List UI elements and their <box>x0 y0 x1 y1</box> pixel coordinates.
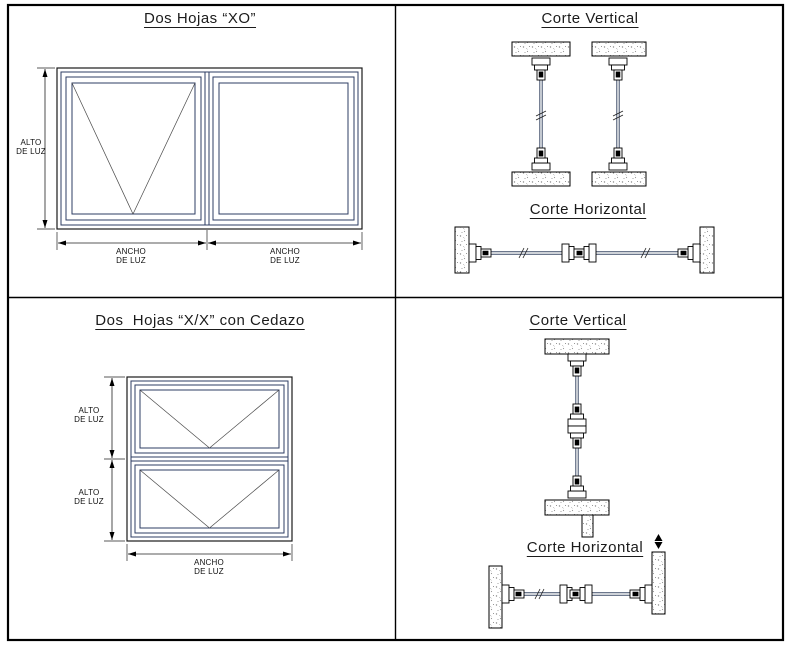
corte-vertical-xx <box>544 338 610 538</box>
sheet-border <box>6 3 785 642</box>
dim-label-ancho-de-luz-xx: ANCHO DE LUZ <box>194 558 224 576</box>
dimensions-xo <box>37 67 363 250</box>
dim-label-alto-de-luz-top: ALTO DE LUZ <box>74 406 104 424</box>
title-dos-hojas-xx: Dos Hojas “X/X” con Cedazo <box>95 312 305 329</box>
title-corte-vertical-xx: Corte Vertical <box>529 312 627 329</box>
dimensions-xx <box>104 376 293 561</box>
corte-horizontal-xo <box>454 226 715 274</box>
window-elevation-xx <box>126 376 293 542</box>
corte-vertical-xo <box>511 41 647 187</box>
window-elevation-xo <box>56 67 363 230</box>
title-corte-vertical-xo: Corte Vertical <box>541 10 639 27</box>
dim-label-alto-de-luz-bottom: ALTO DE LUZ <box>74 488 104 506</box>
title-corte-horizontal-xx: Corte Horizontal <box>526 539 644 556</box>
corte-horizontal-xx <box>488 534 666 629</box>
dim-label-ancho-de-luz-left: ANCHO DE LUZ <box>116 247 146 265</box>
dim-label-alto-de-luz-xo: ALTO DE LUZ <box>16 138 46 156</box>
title-corte-horizontal-xo: Corte Horizontal <box>529 201 647 218</box>
title-dos-hojas-xo: Dos Hojas “XO” <box>143 10 257 27</box>
section-direction-arrows <box>654 534 663 549</box>
dim-label-ancho-de-luz-right: ANCHO DE LUZ <box>270 247 300 265</box>
